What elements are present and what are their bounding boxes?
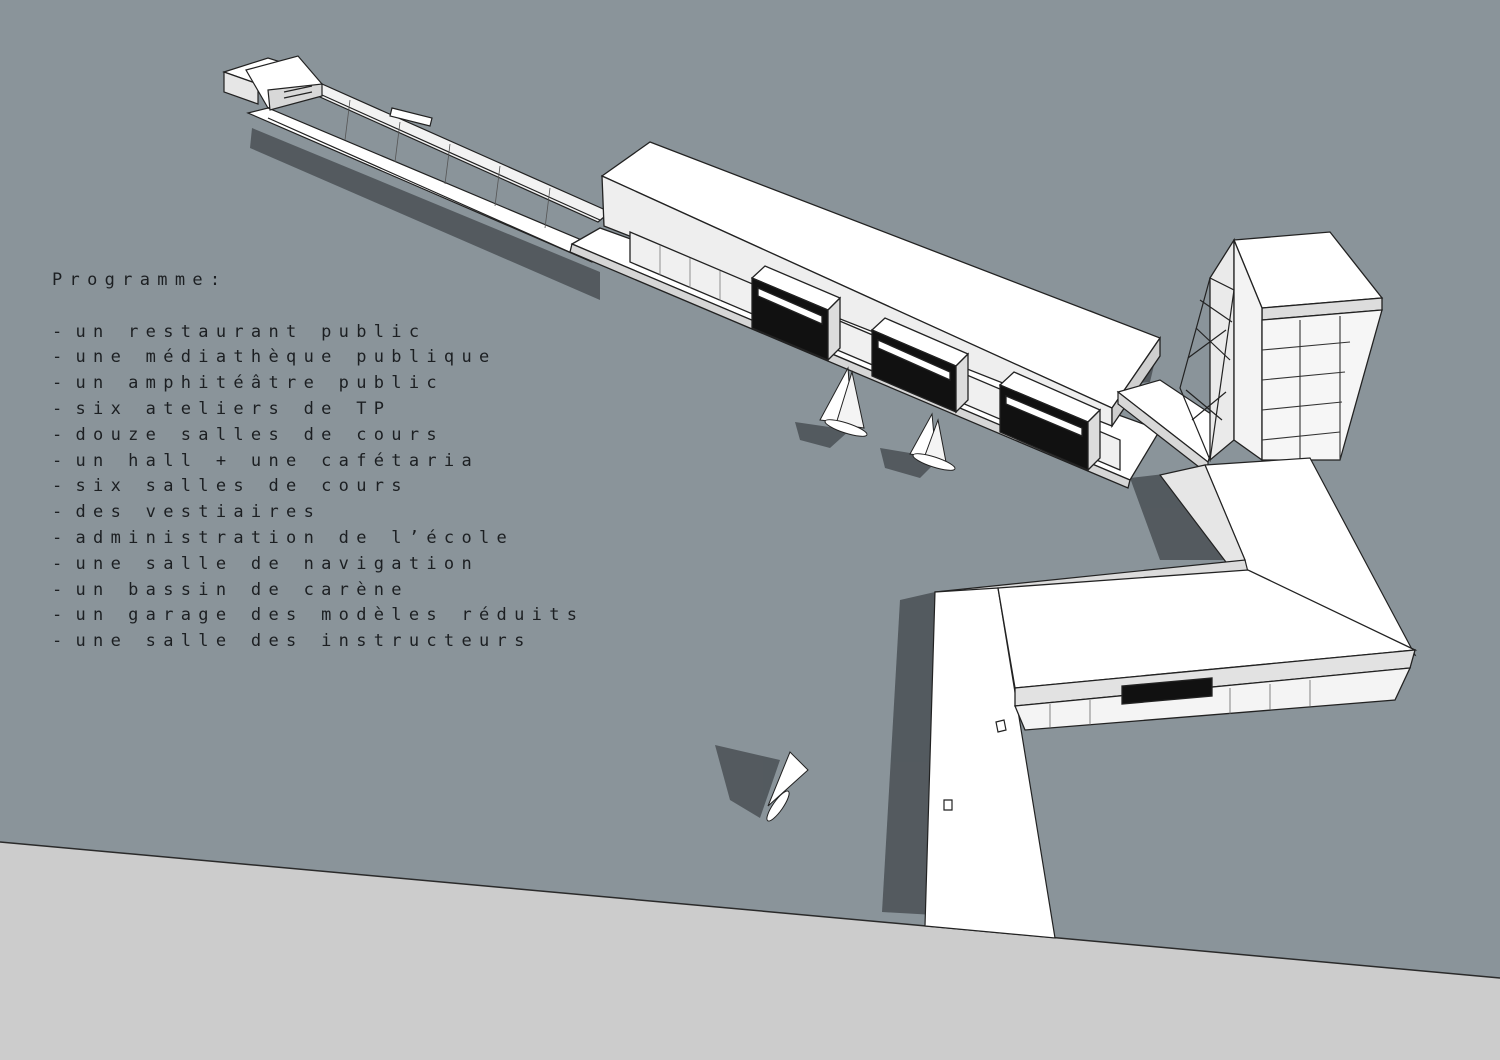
programme-item-label: un hall + une cafétaria xyxy=(75,450,480,471)
programme-list: Programme: -un restaurant public -une mé… xyxy=(52,268,584,655)
quay-edge xyxy=(0,841,1500,979)
programme-item: -administration de l’école xyxy=(52,527,515,548)
sailboat-2 xyxy=(909,412,956,471)
programme-item: -un garage des modèles réduits xyxy=(52,605,585,626)
programme-item-label: douze salles de cours xyxy=(75,424,444,445)
programme-items: -un restaurant public -une médiathèque p… xyxy=(52,320,584,655)
programme-item-label: des vestiaires xyxy=(75,502,322,523)
programme-item-label: un garage des modèles réduits xyxy=(75,605,585,626)
programme-item: -des vestiaires xyxy=(52,502,322,523)
programme-item: -une salle de navigation xyxy=(52,553,480,574)
sailboat-3 xyxy=(766,751,809,822)
programme-item: -six ateliers de TP xyxy=(52,398,392,419)
sailboat-1 xyxy=(819,366,868,437)
programme-item: -un restaurant public xyxy=(52,321,427,342)
end-pavilion xyxy=(222,55,323,111)
programme-item-label: administration de l’école xyxy=(75,527,515,548)
programme-item-label: une salle des instructeurs xyxy=(75,631,532,652)
programme-item-label: un amphitéâtre public xyxy=(75,373,444,394)
lower-building xyxy=(997,569,1418,731)
programme-title: Programme: xyxy=(52,270,228,290)
ground-quay xyxy=(0,842,1500,1060)
programme-item: -un bassin de carène xyxy=(52,579,409,600)
programme-item: -douze salles de cours xyxy=(52,424,444,445)
programme-item: -six salles de cours xyxy=(52,476,409,497)
programme-item: -un hall + une cafétaria xyxy=(52,450,480,471)
programme-item: -une salle des instructeurs xyxy=(52,631,532,652)
programme-item-label: six salles de cours xyxy=(75,476,409,497)
programme-item: -un amphitéâtre public xyxy=(52,373,444,394)
programme-item-label: six ateliers de TP xyxy=(75,398,392,419)
tower-lattice xyxy=(1179,277,1235,463)
programme-item-label: une salle de navigation xyxy=(75,553,480,574)
main-building xyxy=(569,141,1162,489)
programme-item-label: un bassin de carène xyxy=(75,579,409,600)
pier xyxy=(924,587,1056,939)
tower xyxy=(1179,231,1384,463)
jetty-walkway xyxy=(246,83,612,263)
programme-item: -une médiathèque publique xyxy=(52,347,497,368)
programme-item-label: une médiathèque publique xyxy=(75,347,497,368)
programme-item-label: un restaurant public xyxy=(75,321,427,342)
